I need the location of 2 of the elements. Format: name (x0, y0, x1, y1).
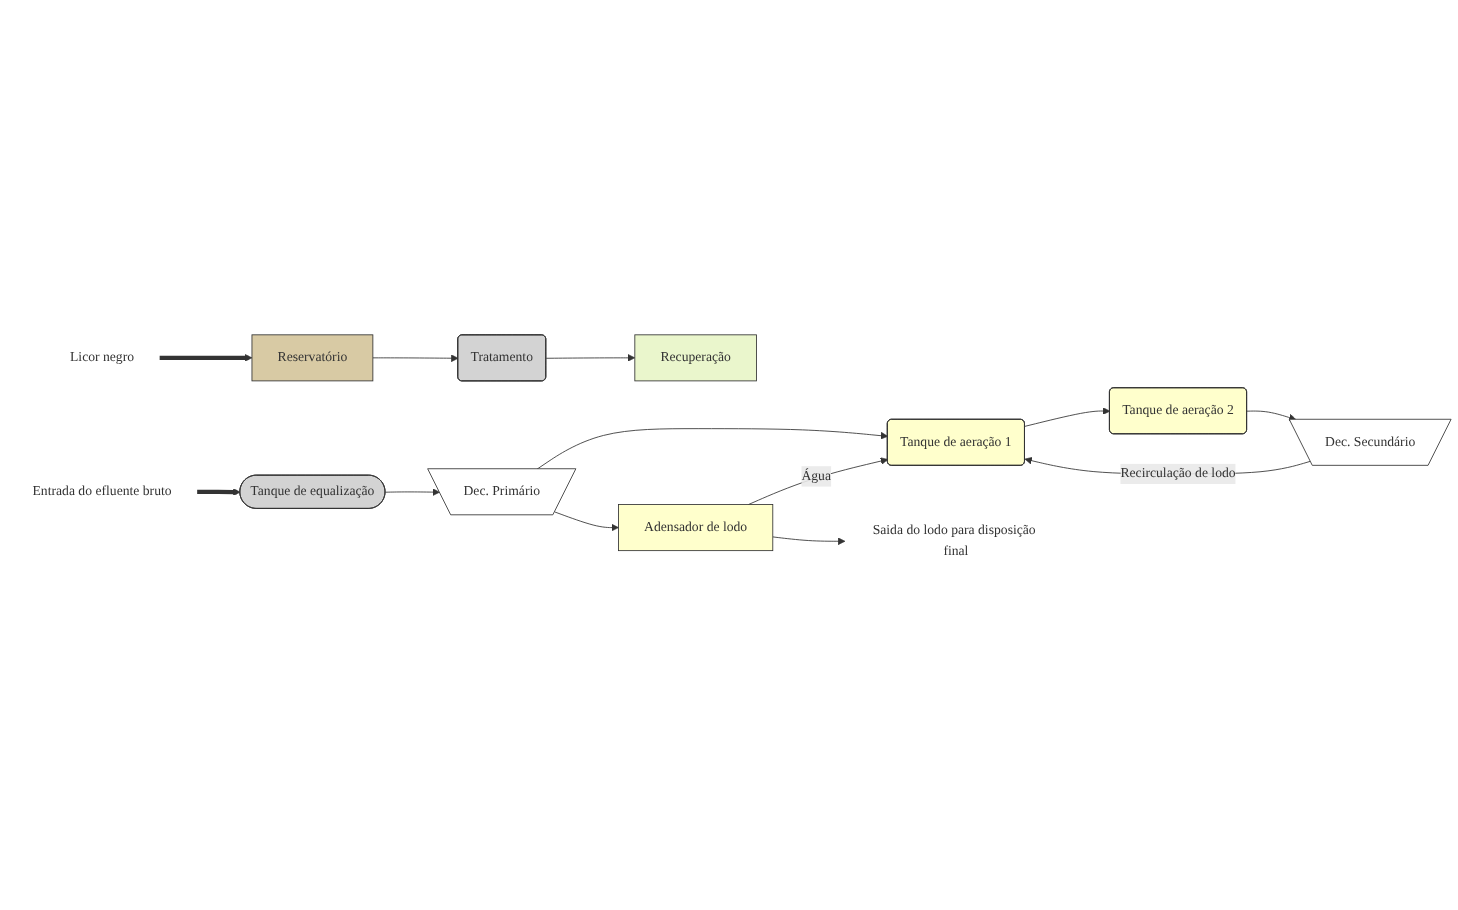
arrow (159, 354, 253, 362)
arrow (197, 488, 241, 497)
